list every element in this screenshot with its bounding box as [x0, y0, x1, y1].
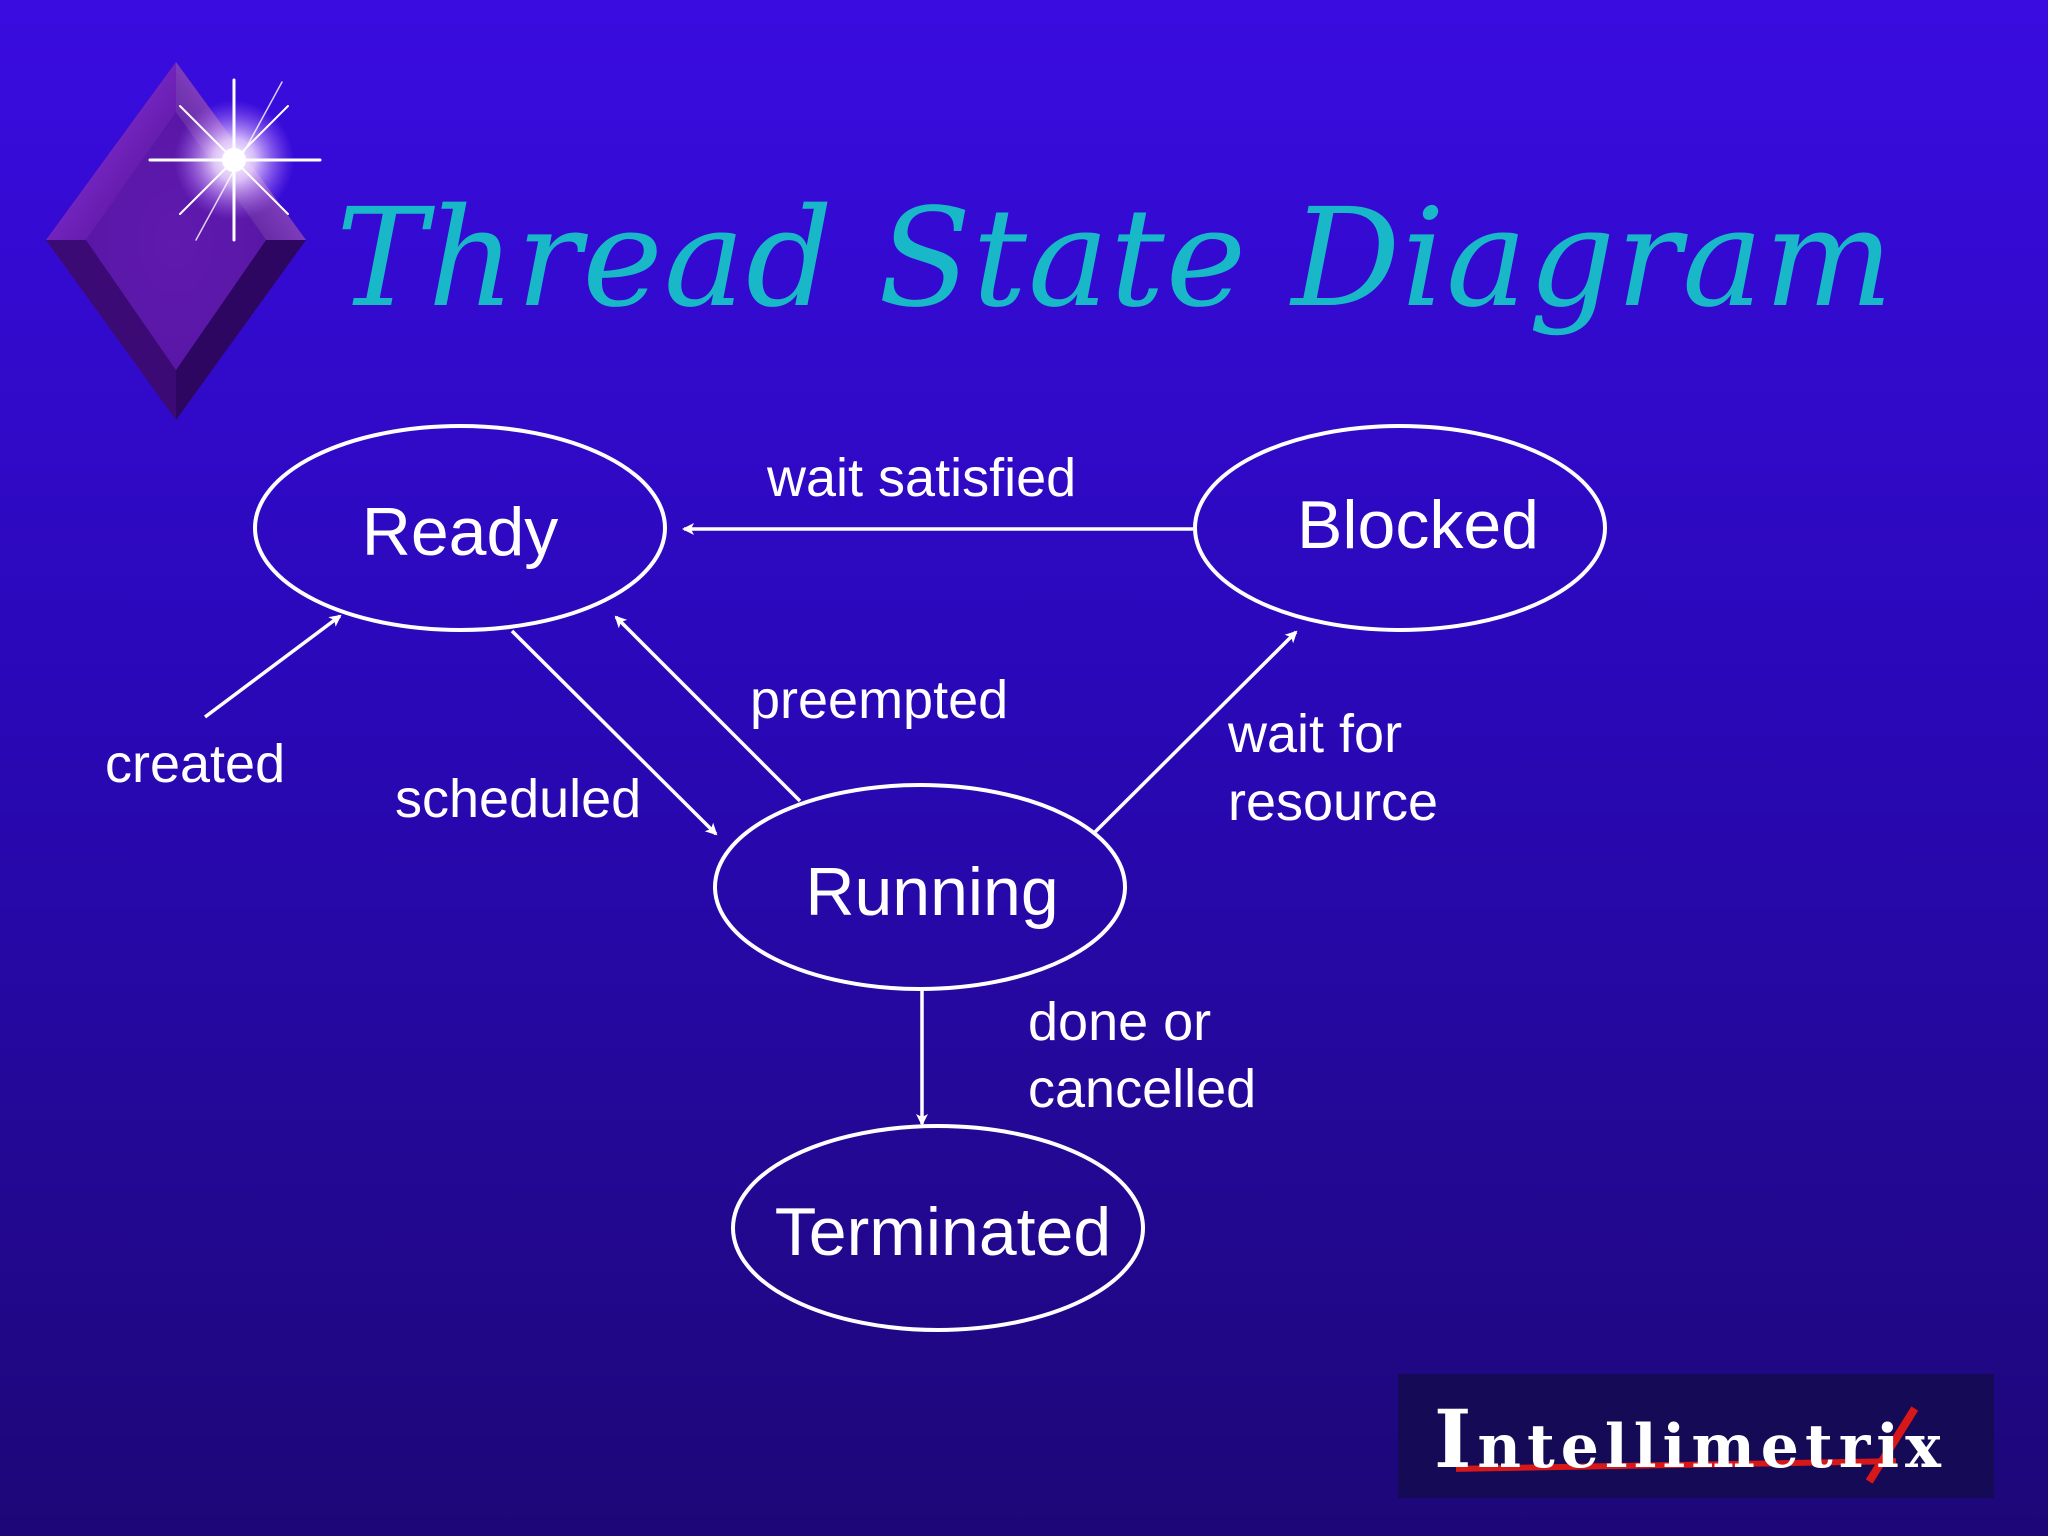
node-blocked-label: Blocked [1297, 487, 1539, 563]
edge-label-scheduled: scheduled [395, 769, 641, 829]
edge-wait-for-resource [1091, 630, 1298, 836]
edge-label-resource: resource [1228, 772, 1438, 832]
node-terminated-label: Terminated [775, 1194, 1111, 1270]
edge-preempted [614, 615, 802, 803]
edge-label-wait-satisfied: wait satisfied [766, 448, 1076, 508]
node-ready-label: Ready [362, 494, 559, 570]
node-running-label: Running [805, 854, 1058, 930]
edge-scheduled [510, 629, 718, 836]
logo-text: Intellimetrix [1434, 1392, 1947, 1486]
edge-label-created: created [105, 734, 285, 794]
intellimetrix-logo: Intellimetrix [1398, 1374, 1994, 1498]
edge-label-done-or: done or [1028, 992, 1211, 1052]
slide-title: Thread State Diagram [336, 180, 1895, 338]
node-blocked: Blocked [1193, 424, 1607, 632]
node-terminated: Terminated [731, 1124, 1145, 1332]
node-running: Running [713, 783, 1127, 991]
edge-label-cancelled: cancelled [1028, 1059, 1256, 1119]
edge-label-wait-for: wait for [1227, 704, 1402, 764]
edge-created [203, 614, 342, 719]
node-ready: Ready [253, 424, 667, 632]
edge-label-preempted: preempted [750, 670, 1008, 730]
diamond-star-icon [46, 62, 322, 420]
